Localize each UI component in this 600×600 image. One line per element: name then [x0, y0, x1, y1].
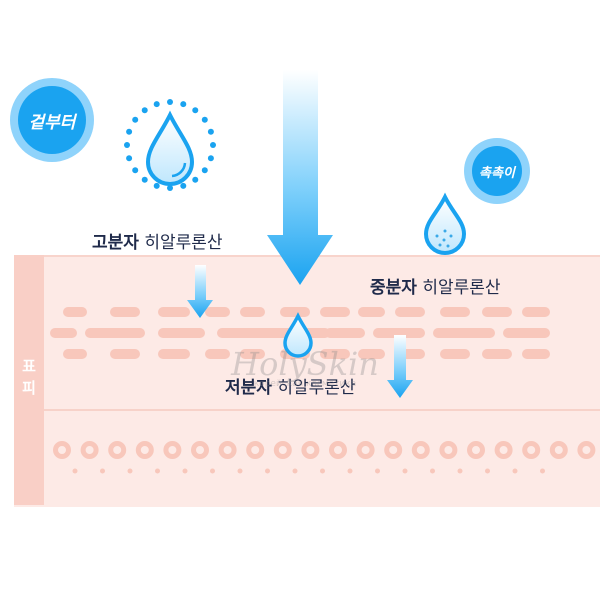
ring-dot — [132, 116, 139, 123]
cell-circle — [246, 441, 265, 459]
cell-dot — [485, 468, 490, 474]
cell-dot — [72, 468, 78, 474]
cell-dot — [100, 468, 105, 474]
big-arrow-icon — [267, 70, 333, 285]
cell-dot — [375, 468, 380, 474]
layer-divider — [44, 409, 600, 411]
ring-dot — [153, 101, 160, 108]
watermark-subtitle: корейская косметика — [253, 379, 357, 389]
epidermis-label-bar: 표 피 — [14, 255, 44, 505]
cell-dot — [127, 468, 133, 474]
watermark: HolySkin корейская косметика — [225, 345, 385, 389]
cell-circle — [163, 441, 182, 459]
label-bold: 중분자 — [370, 278, 417, 298]
ring-dot — [141, 176, 148, 183]
cell-dot — [540, 468, 545, 474]
cell-dot — [512, 468, 518, 474]
badge-text: 겉부터 — [28, 112, 76, 133]
cell-circle — [522, 441, 541, 459]
dot-ring — [124, 99, 216, 191]
cell-dot — [430, 468, 435, 474]
cell-dot — [402, 468, 408, 474]
label-rest: 히알루론산 — [277, 378, 356, 398]
cell-circle — [467, 441, 485, 459]
label-high-molecular: 고분자 히알루론산 — [92, 228, 223, 253]
ring-dot — [153, 182, 160, 189]
cell-circle — [301, 441, 320, 459]
cell-dot — [155, 468, 160, 474]
ring-dot — [180, 182, 187, 189]
cell-circle — [549, 441, 568, 459]
cell-dot — [320, 468, 325, 474]
ring-dot — [192, 107, 199, 114]
label-mid-molecular: 중분자 히알루론산 — [370, 273, 501, 298]
label-bold: 고분자 — [92, 233, 139, 253]
cell-circle — [494, 441, 513, 459]
ring-dot — [201, 116, 208, 123]
cell-circle — [191, 441, 209, 459]
label-bold: 저분자 — [225, 378, 272, 398]
label-low-molecular: 저분자 히알루론산 — [225, 373, 356, 398]
medium-drop-icon — [423, 192, 467, 255]
cell-dot — [292, 468, 298, 474]
cell-circle — [439, 441, 458, 459]
cell-circle — [218, 441, 237, 459]
ring-dot — [124, 142, 130, 148]
cell-dot — [265, 468, 270, 474]
label-rest: 히알루론산 — [144, 233, 223, 253]
skin-layer — [14, 255, 600, 507]
ring-dot — [167, 185, 173, 191]
cell-dot — [237, 468, 243, 474]
cell-circle — [411, 441, 430, 459]
cell-dot — [182, 468, 188, 474]
ring-dot — [201, 167, 208, 174]
small-drop-icon — [283, 312, 313, 358]
badge-outside: 겉부터 — [18, 86, 86, 154]
ring-dot — [180, 101, 187, 108]
ring-dot — [210, 142, 216, 148]
cell-dot — [457, 468, 463, 474]
cell-circle — [384, 441, 403, 459]
large-drop-icon — [145, 110, 195, 186]
cell-circle — [53, 441, 71, 459]
ring-dot — [167, 99, 173, 105]
cell-circle — [80, 441, 99, 459]
cell-circle — [135, 441, 154, 459]
cell-circle — [108, 441, 127, 459]
ring-dot — [207, 155, 214, 162]
cell-dot — [210, 468, 215, 474]
ring-dot — [126, 155, 133, 162]
small-arrow-icon — [387, 335, 413, 398]
skin-cell-dashes — [50, 307, 550, 359]
watermark-brand: HolySkin — [231, 345, 379, 383]
cell-circle — [356, 441, 375, 459]
epidermis-label-char: 표 — [22, 357, 36, 375]
ring-dot — [141, 107, 148, 114]
ring-dot — [207, 128, 214, 135]
badge-moisture: 촉촉이 — [472, 146, 522, 196]
cell-circle — [329, 441, 347, 459]
ring-dot — [126, 128, 133, 135]
small-arrow-icon — [187, 265, 213, 318]
epidermis-label-char: 피 — [22, 379, 36, 397]
cell-circle — [273, 441, 292, 459]
cell-dot — [347, 468, 353, 474]
cell-circle — [577, 441, 596, 459]
skin-cells — [53, 441, 596, 474]
badge-text: 촉촉이 — [479, 165, 515, 181]
ring-dot — [192, 176, 199, 183]
ring-dot — [132, 167, 139, 174]
label-rest: 히알루론산 — [422, 278, 501, 298]
